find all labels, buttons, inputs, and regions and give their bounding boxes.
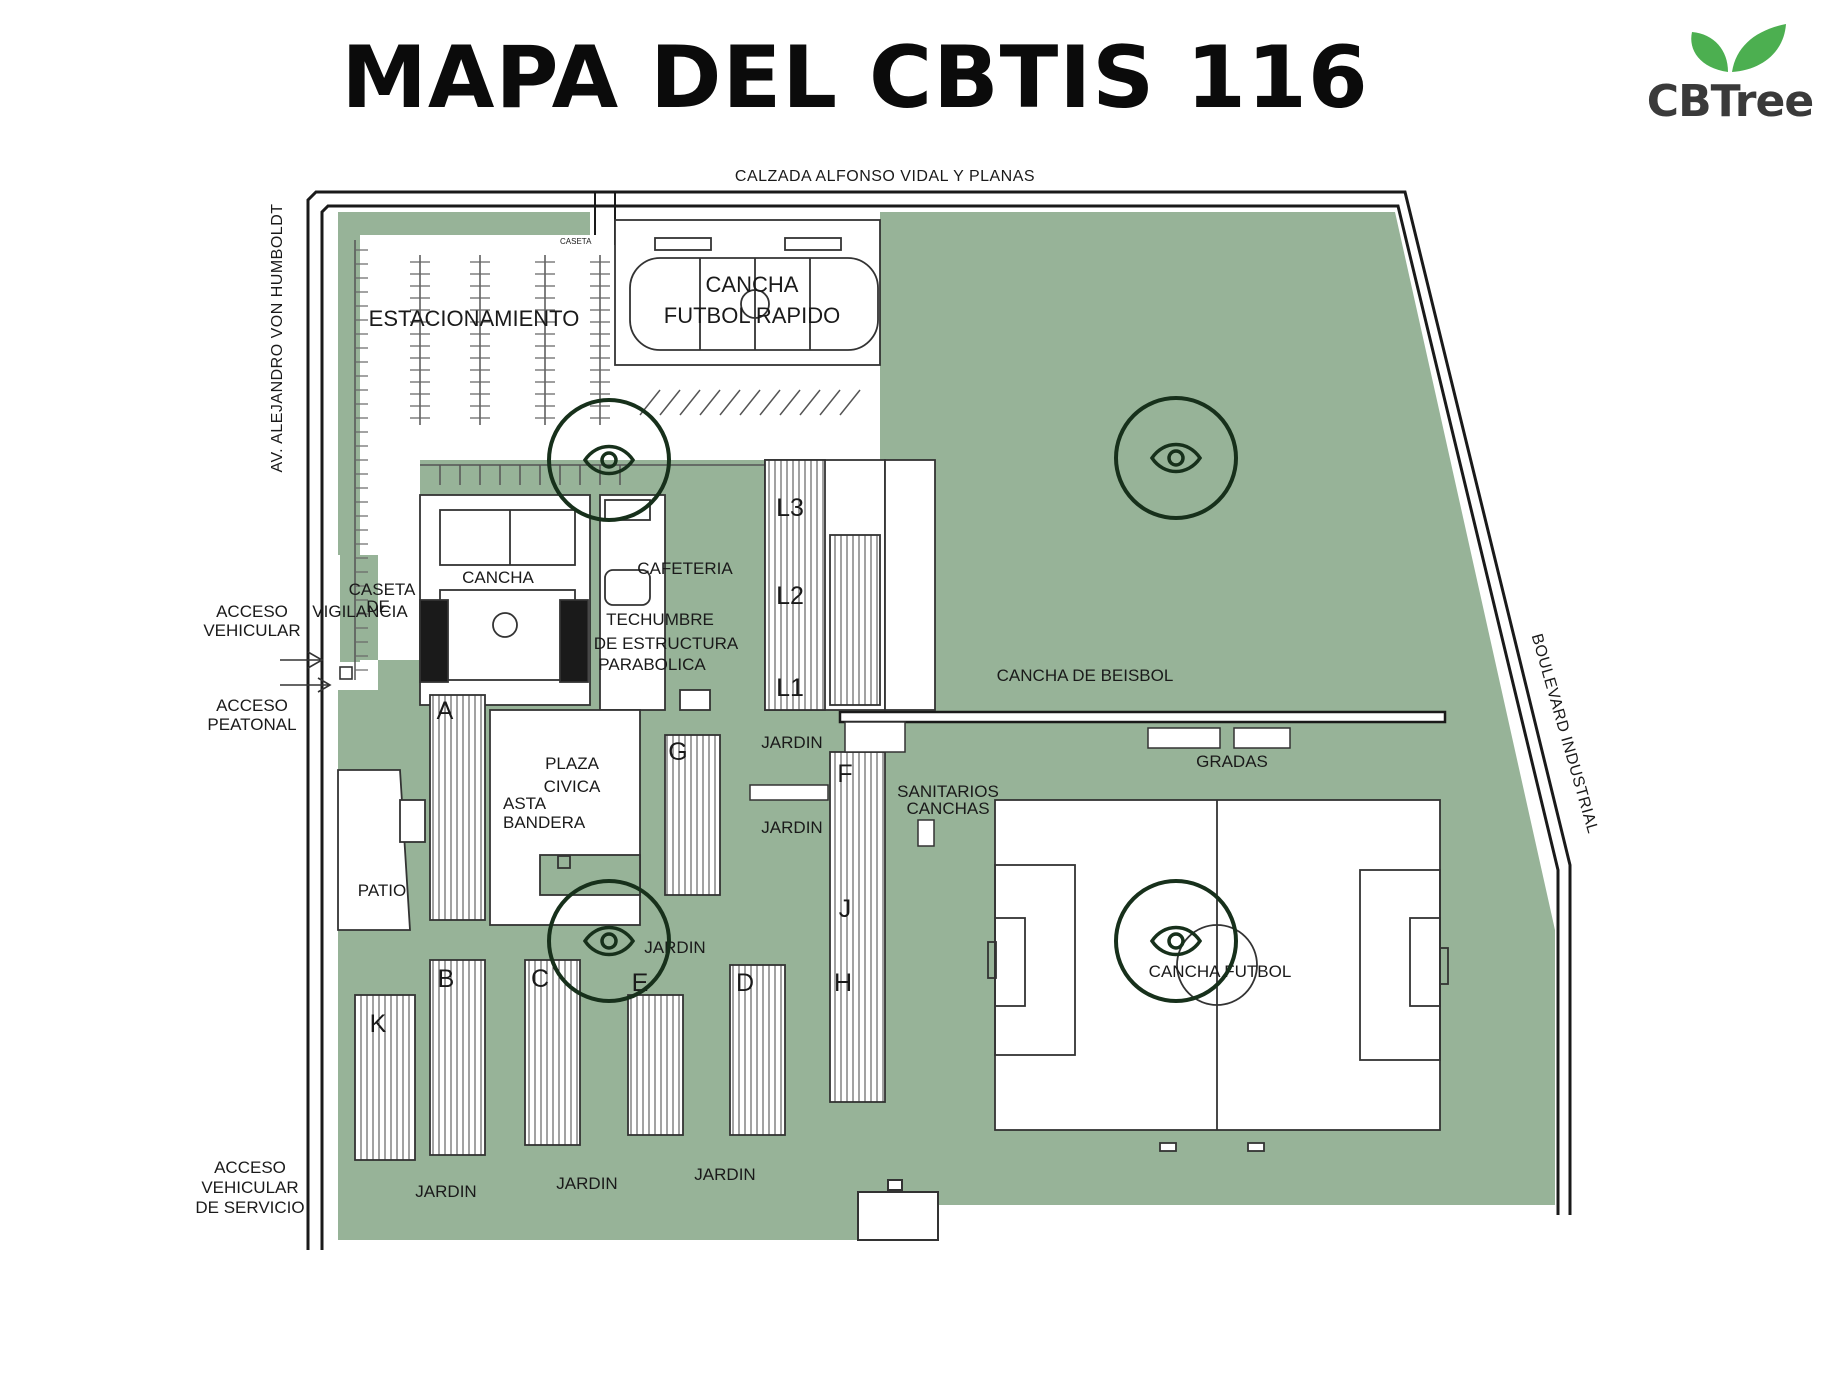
- gradas: [1147, 727, 1291, 749]
- building-e: [627, 994, 684, 1136]
- building-label-l2: L2: [776, 582, 804, 610]
- building-fjh: [829, 751, 886, 1103]
- page-title: MAPA DEL CBTIS 116: [341, 28, 1369, 128]
- viewpoint-futbol[interactable]: [1114, 879, 1238, 1003]
- gradas-label: GRADAS: [1196, 752, 1268, 771]
- building-k: [354, 994, 416, 1161]
- svg-text:JARDIN: JARDIN: [556, 1174, 617, 1193]
- svg-text:DE SERVICIO: DE SERVICIO: [195, 1198, 304, 1217]
- jardin-strip: [749, 721, 906, 801]
- svg-text:ACCESO: ACCESO: [216, 602, 288, 621]
- classroom-buildings: [354, 694, 886, 1161]
- patio-label: PATIO: [358, 881, 407, 900]
- svg-text:JARDIN: JARDIN: [694, 1165, 755, 1184]
- svg-text:JARDIN: JARDIN: [415, 1182, 476, 1201]
- building-label-k: K: [370, 1010, 387, 1038]
- building-label-l1: L1: [776, 674, 804, 702]
- caseta-vigilancia-label: CASETA DE VIGILANCIA: [312, 580, 416, 621]
- svg-text:PARABOLICA: PARABOLICA: [598, 655, 706, 674]
- building-label-a: A: [437, 697, 454, 725]
- futbol-rapido-court: [614, 219, 881, 366]
- svg-text:CIVICA: CIVICA: [544, 777, 601, 796]
- svg-text:VEHICULAR: VEHICULAR: [203, 621, 300, 640]
- soccer-field: [987, 799, 1449, 1152]
- building-label-g: G: [668, 738, 687, 766]
- cancha-beisbol-label: CANCHA DE BEISBOL: [997, 666, 1174, 685]
- cbtree-logo: CBTree: [1640, 20, 1820, 130]
- svg-text:JARDIN: JARDIN: [761, 733, 822, 752]
- svg-text:TECHUMBRE: TECHUMBRE: [606, 610, 714, 629]
- eye-icon: [1149, 925, 1203, 957]
- acceso-servicio-label: ACCESO VEHICULAR DE SERVICIO: [195, 1158, 304, 1217]
- svg-text:ACCESO: ACCESO: [216, 696, 288, 715]
- estacionamiento-label: ESTACIONAMIENTO: [369, 306, 580, 331]
- building-label-b: B: [438, 965, 455, 993]
- plaza-civica-label: PLAZA CIVICA: [544, 754, 601, 796]
- svg-text:DE ESTRUCTURA: DE ESTRUCTURA: [594, 634, 739, 653]
- viewpoint-estacionamiento[interactable]: [547, 398, 671, 522]
- svg-text:FUTBOL RAPIDO: FUTBOL RAPIDO: [664, 303, 840, 328]
- techumbre-label: TECHUMBRE DE ESTRUCTURA PARABOLICA: [594, 610, 739, 674]
- svg-text:JARDIN: JARDIN: [644, 938, 705, 957]
- sanitarios-label: SANITARIOS CANCHAS: [897, 782, 999, 818]
- svg-text:PEATONAL: PEATONAL: [207, 715, 296, 734]
- svg-text:VEHICULAR: VEHICULAR: [201, 1178, 298, 1197]
- leaves-icon: [1691, 24, 1786, 72]
- svg-text:CANCHA: CANCHA: [706, 272, 799, 297]
- jardin-labels: JARDIN JARDIN JARDIN JARDIN JARDIN JARDI…: [415, 733, 822, 1201]
- viewpoint-beisbol[interactable]: [1114, 396, 1238, 520]
- building-d: [729, 964, 786, 1136]
- acceso-vehicular-label: ACCESO VEHICULAR: [203, 602, 300, 640]
- svg-text:CANCHAS: CANCHAS: [906, 799, 989, 818]
- building-label-c: C: [531, 965, 549, 993]
- svg-text:DE: DE: [366, 597, 390, 616]
- perimeter: [306, 190, 1572, 1250]
- svg-text:ASTA: ASTA: [503, 794, 547, 813]
- diagonal-stalls: [439, 389, 861, 485]
- building-label-f: F: [837, 760, 852, 788]
- acceso-peatonal-label: ACCESO PEATONAL: [207, 696, 296, 734]
- street-top-label: CALZADA ALFONSO VIDAL Y PLANAS: [735, 168, 1035, 185]
- svg-text:SANITARIOS: SANITARIOS: [897, 782, 999, 801]
- service-building: [857, 1179, 939, 1241]
- building-b: [429, 959, 486, 1156]
- eye-icon: [582, 444, 636, 476]
- svg-text:JARDIN: JARDIN: [761, 818, 822, 837]
- building-g: [664, 734, 721, 896]
- patio: [337, 769, 426, 931]
- building-a: [429, 694, 486, 921]
- cancha-basquet: [419, 494, 591, 706]
- building-label-l3: L3: [776, 494, 804, 522]
- svg-text:PLAZA: PLAZA: [545, 754, 600, 773]
- building-letters: A B C D E F G H J K L1 L2 L3: [370, 494, 853, 1038]
- eye-icon: [1149, 442, 1203, 474]
- buildings-l: [764, 459, 936, 711]
- logo-text: CBTree: [1646, 76, 1814, 127]
- cancha-label: CANCHA: [462, 568, 534, 587]
- svg-text:CASETA: CASETA: [349, 580, 416, 599]
- sanitarios-building: [917, 819, 935, 847]
- cafeteria-label: CAFETERIA: [637, 559, 733, 578]
- cancha-futbol-rapido-label: CANCHA FUTBOL RAPIDO: [664, 272, 840, 328]
- svg-text:VIGILANCIA: VIGILANCIA: [312, 602, 408, 621]
- caseta-label: CASETA: [560, 237, 592, 246]
- building-label-d: D: [736, 969, 754, 997]
- building-c: [524, 959, 581, 1146]
- cafeteria: [599, 494, 711, 711]
- arrow-right-icon: [317, 677, 332, 693]
- eye-icon: [582, 925, 636, 957]
- arrow-right-icon: [307, 651, 324, 669]
- street-left-label: AV. ALEJANDRO VON HUMBOLDT: [269, 203, 286, 472]
- beisbol-divider: [838, 710, 1447, 724]
- cancha-futbol-label: CANCHA FUTBOL: [1149, 962, 1292, 981]
- viewpoint-plaza[interactable]: [547, 879, 671, 1003]
- building-label-j: J: [839, 895, 852, 923]
- svg-text:ACCESO: ACCESO: [214, 1158, 286, 1177]
- access-arrows: [280, 651, 353, 693]
- svg-text:BANDERA: BANDERA: [503, 813, 586, 832]
- asta-bandera-label: ASTA BANDERA: [503, 794, 586, 832]
- building-label-h: H: [834, 969, 852, 997]
- plaza-civica: [489, 709, 641, 926]
